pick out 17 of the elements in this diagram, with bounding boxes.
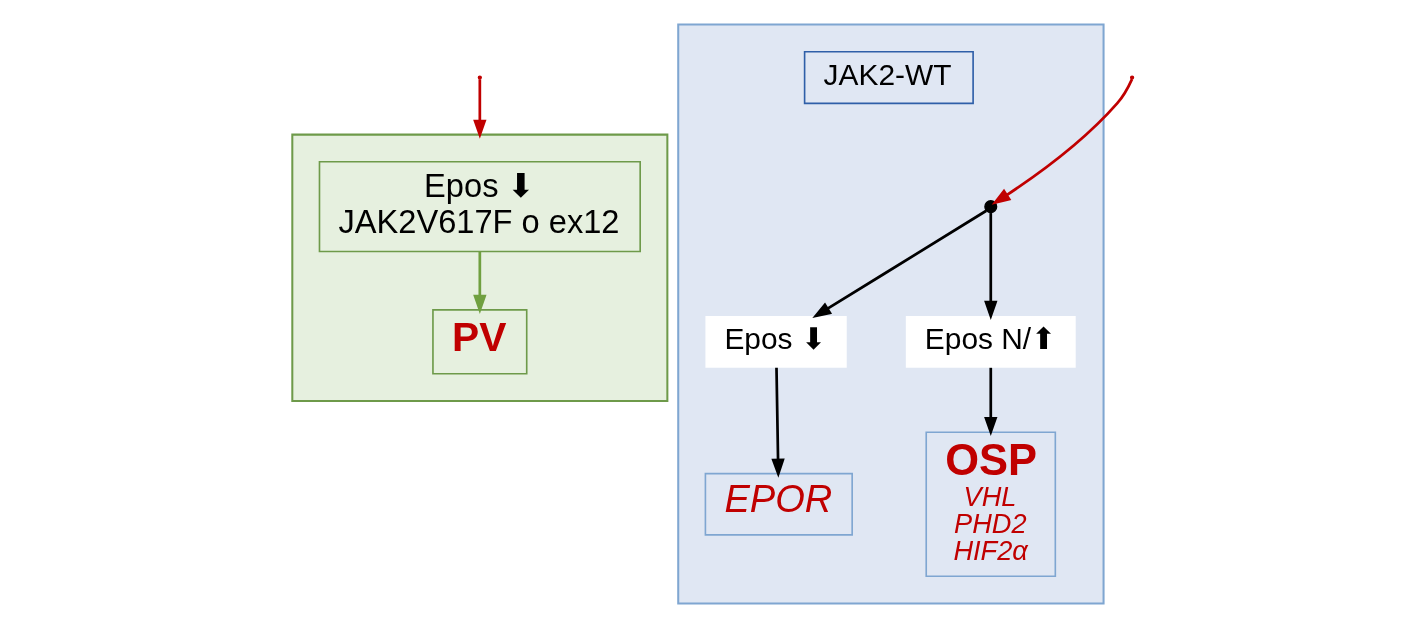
arrow — [771, 367, 785, 478]
node-box: PV — [432, 309, 528, 375]
node-box: JAK2-WT — [803, 50, 974, 105]
arrow — [984, 213, 998, 320]
cluster — [677, 23, 1105, 605]
node-box: Epos ⬇ — [705, 316, 847, 368]
cluster — [291, 133, 669, 402]
arrow — [473, 79, 487, 139]
node-box: Epos N/⬆ — [905, 316, 1076, 368]
arrow — [812, 209, 987, 319]
node-box: OSP VHL PHD2 HIF2α — [925, 431, 1057, 578]
node-box: Epos ⬇ JAK2V617F o ex12 — [318, 161, 641, 253]
arrow — [473, 251, 487, 314]
node-point — [984, 200, 998, 214]
node-box: EPOR — [704, 472, 853, 536]
arrow — [991, 78, 1134, 205]
arrow — [984, 367, 998, 437]
